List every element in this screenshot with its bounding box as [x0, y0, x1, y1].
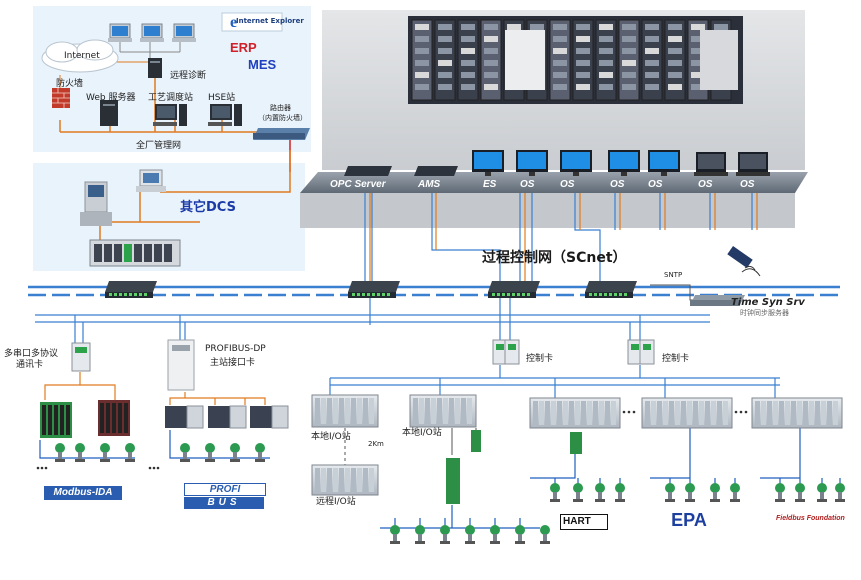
local-io-a-label: 本地I/O站: [311, 432, 351, 442]
console-label-1: AMS: [418, 179, 441, 190]
ie-badge-label: Internet Explorer: [236, 17, 304, 25]
console-label-7: OS: [698, 179, 713, 190]
mimic-panel-detail: [411, 19, 738, 101]
plant-network-label: 全厂管理网: [136, 141, 182, 151]
hart-logo: HART: [560, 514, 608, 530]
communication-cards: [71, 339, 655, 391]
console-label-5: OS: [610, 179, 625, 190]
web-server-icon: [100, 100, 118, 126]
remote-workstations-icon: [108, 23, 196, 42]
distance-label: 2Km: [368, 440, 384, 448]
console-label-8: OS: [740, 179, 755, 190]
bus-logo: BUS: [184, 497, 264, 509]
dcs-controller-rack-icon: [89, 239, 181, 267]
console-servers: [344, 166, 458, 176]
remote-io-label: 远程I/O站: [316, 497, 356, 507]
firewall-icon: [52, 88, 70, 108]
console-label-6: OS: [648, 179, 663, 190]
erp-label: ERP: [230, 40, 257, 55]
time-server-icon: [690, 295, 745, 306]
console-label-3: OS: [520, 179, 535, 190]
firewall-label: 防火墙: [56, 79, 84, 89]
time-server-label: Time Syn Srv: [731, 297, 805, 308]
hse-station-label: HSE站: [208, 93, 236, 103]
remote-diag-label: 远程诊断: [170, 71, 207, 81]
console-desk: [300, 172, 808, 193]
router-label: 路由器: [270, 104, 291, 112]
control-card-a-label: 控制卡: [526, 354, 554, 364]
profi-logo: PROFI: [184, 483, 266, 496]
epa-logo: EPA: [671, 510, 707, 530]
plant-workstations-icon: [153, 104, 242, 126]
multi-serial-label-2: 通讯卡: [16, 360, 44, 370]
continuation-dots: [36, 410, 748, 470]
multi-serial-label: 多串口多协议: [4, 349, 59, 359]
local-io-b-label: 本地I/O站: [402, 428, 442, 438]
other-dcs-label: 其它DCS: [180, 200, 236, 215]
io-racks: [40, 394, 843, 504]
dispatch-station-label: 工艺调度站: [148, 93, 194, 103]
satellite-antenna-icon: [727, 246, 761, 277]
router-icon: [253, 128, 310, 140]
control-card-b-label: 控制卡: [662, 354, 690, 364]
console-label-2: ES: [483, 179, 497, 190]
ff-logo: Fieldbus Foundation: [776, 515, 845, 522]
router-sub-label: （内置防火墙）: [258, 114, 307, 122]
console-label-0: OPC Server: [330, 179, 386, 190]
operator-console-icon: [80, 181, 112, 226]
internet-label: Internet: [64, 51, 100, 61]
modbus-logo: Modbus-IDA: [44, 486, 122, 500]
field-instruments: [55, 443, 845, 544]
remote-diag-server-icon: [148, 58, 162, 78]
dcs-workstation-icon: [136, 169, 166, 192]
scnet-switches: [105, 281, 637, 298]
scnet-label: 过程控制网（SCnet）: [482, 250, 627, 266]
internet-cloud-icon: [41, 39, 119, 73]
time-server-sub-label: 时钟同步服务器: [740, 309, 789, 317]
console-monitors: [472, 150, 770, 176]
console-front: [300, 193, 795, 228]
internet-explorer-icon: e: [221, 12, 283, 32]
sntp-label: SNTP: [664, 271, 683, 279]
web-server-label: Web 服务器: [86, 93, 136, 103]
mes-label: MES: [248, 57, 277, 72]
console-label-4: OS: [560, 179, 575, 190]
svg-text:e: e: [230, 14, 237, 31]
profibus-card-label-2: 主站接口卡: [210, 358, 256, 368]
profibus-card-label: PROFIBUS-DP: [205, 344, 266, 354]
